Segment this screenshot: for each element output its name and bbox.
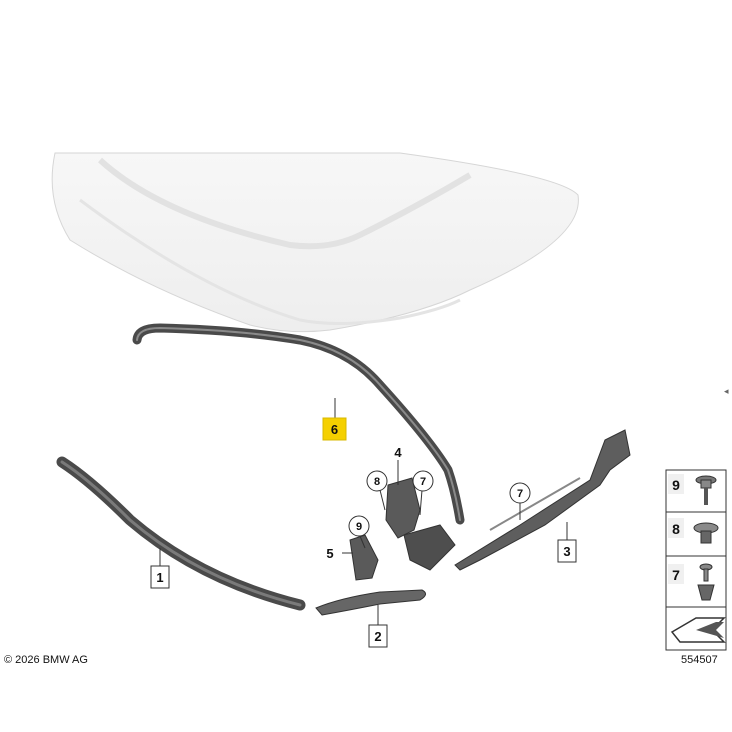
legend-8-label: 8: [672, 521, 680, 537]
callout-7-bracket-label: 7: [420, 476, 426, 488]
callout-7-bracket[interactable]: 7: [412, 470, 434, 492]
callout-5[interactable]: 5: [326, 546, 333, 561]
callout-9[interactable]: 9: [348, 515, 370, 537]
legend-item-9[interactable]: 9: [668, 474, 717, 505]
leader-lines: [159, 398, 568, 625]
push-rivet-icon: [697, 563, 715, 601]
callout-6-label: 6: [331, 422, 338, 437]
callout-8-label: 8: [374, 476, 380, 488]
legend-7-label: 7: [672, 567, 680, 583]
callout-3[interactable]: 3: [557, 539, 577, 563]
callout-6[interactable]: 6: [322, 417, 347, 441]
callout-4[interactable]: 4: [394, 445, 402, 460]
direction-arrow-icon: [670, 617, 726, 643]
callout-2[interactable]: 2: [368, 624, 388, 648]
fastener-legend: 9 8 7: [665, 469, 727, 651]
callout-1-label: 1: [156, 570, 163, 585]
hood-illustration: [51, 152, 579, 333]
callout-7-support-label: 7: [517, 488, 523, 500]
legend-9-label: 9: [672, 477, 680, 493]
side-seal-part-1[interactable]: [56, 456, 306, 611]
callout-7-support[interactable]: 7: [509, 482, 531, 504]
small-bracket-part-5[interactable]: [349, 534, 379, 581]
legend-item-7[interactable]: 7: [668, 563, 715, 601]
expanding-nut-icon: [693, 522, 719, 544]
callout-1[interactable]: 1: [150, 565, 170, 589]
hood-seal-part-6[interactable]: [132, 323, 465, 525]
callout-5-label: 5: [326, 546, 333, 561]
legend-item-8[interactable]: 8: [668, 518, 719, 544]
callout-2-label: 2: [374, 629, 381, 644]
callout-8[interactable]: 8: [366, 470, 388, 492]
hinge-bracket-part-4[interactable]: [385, 477, 456, 571]
diagram-number: 554507: [681, 654, 718, 666]
callout-3-label: 3: [563, 544, 570, 559]
side-mark-icon: ◂: [724, 386, 729, 396]
lower-bracket-part-2[interactable]: [315, 589, 426, 616]
flange-bolt-icon: [695, 475, 717, 505]
support-part-3[interactable]: [454, 429, 631, 571]
callout-4-label: 4: [394, 445, 402, 460]
callout-9-label: 9: [356, 521, 362, 533]
copyright-notice: © 2026 BMW AG: [4, 654, 88, 666]
